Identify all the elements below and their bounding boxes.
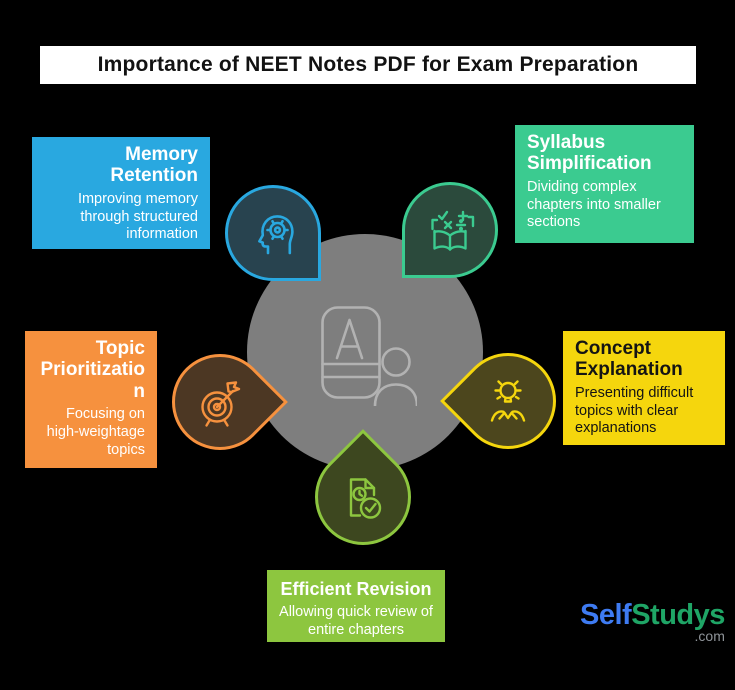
card-title: Efficient Revision <box>280 579 432 599</box>
target-dart-icon <box>194 376 246 428</box>
page-title: Importance of NEET Notes PDF for Exam Pr… <box>97 53 639 76</box>
card-concept-explanation: Concept Explanation Presenting difficult… <box>563 331 725 445</box>
card-memory-retention: Memory Retention Improving memory throug… <box>32 137 210 249</box>
card-syllabus-simplification: Syllabus Simplification Dividing complex… <box>515 125 694 243</box>
card-title: Memory Retention <box>110 144 198 187</box>
card-description: Allowing quick review of entire chapters <box>279 604 433 639</box>
logo-com-text: .com <box>694 628 725 645</box>
card-efficient-revision: Efficient Revision Allowing quick review… <box>267 570 445 642</box>
document-clock-check-icon <box>337 471 389 523</box>
pin-efficient-revision <box>295 429 431 565</box>
card-description: Dividing complex chapters into smaller s… <box>527 178 661 231</box>
card-description: Focusing on high-weightage topics <box>46 406 145 458</box>
card-title: Concept Explanation <box>575 338 683 381</box>
pin-topic-prioritization <box>152 334 288 470</box>
notes-book-person-icon <box>321 306 417 406</box>
selfstudys-logo-text: SelfStudys <box>580 600 725 630</box>
idea-bulb-person-icon <box>482 375 534 427</box>
title-bar: Importance of NEET Notes PDF for Exam Pr… <box>40 46 696 84</box>
card-description: Presenting difficult topics with clear e… <box>575 384 694 437</box>
math-book-icon <box>424 204 476 256</box>
pin-syllabus-simplification <box>402 182 498 278</box>
card-description: Improving memory through structured info… <box>77 190 198 243</box>
logo-studys-text: Studys <box>631 599 725 631</box>
head-gear-icon <box>247 207 299 259</box>
pin-concept-explanation <box>440 333 576 469</box>
card-title: Topic Prioritization <box>40 338 145 402</box>
selfstudys-logo[interactable]: SelfStudys .com <box>580 600 725 645</box>
card-title: Syllabus Simplification <box>527 132 652 175</box>
pin-memory-retention <box>225 185 321 281</box>
card-topic-prioritization: Topic Prioritization Focusing on high-we… <box>25 331 157 468</box>
logo-self-text: Self <box>580 599 632 631</box>
